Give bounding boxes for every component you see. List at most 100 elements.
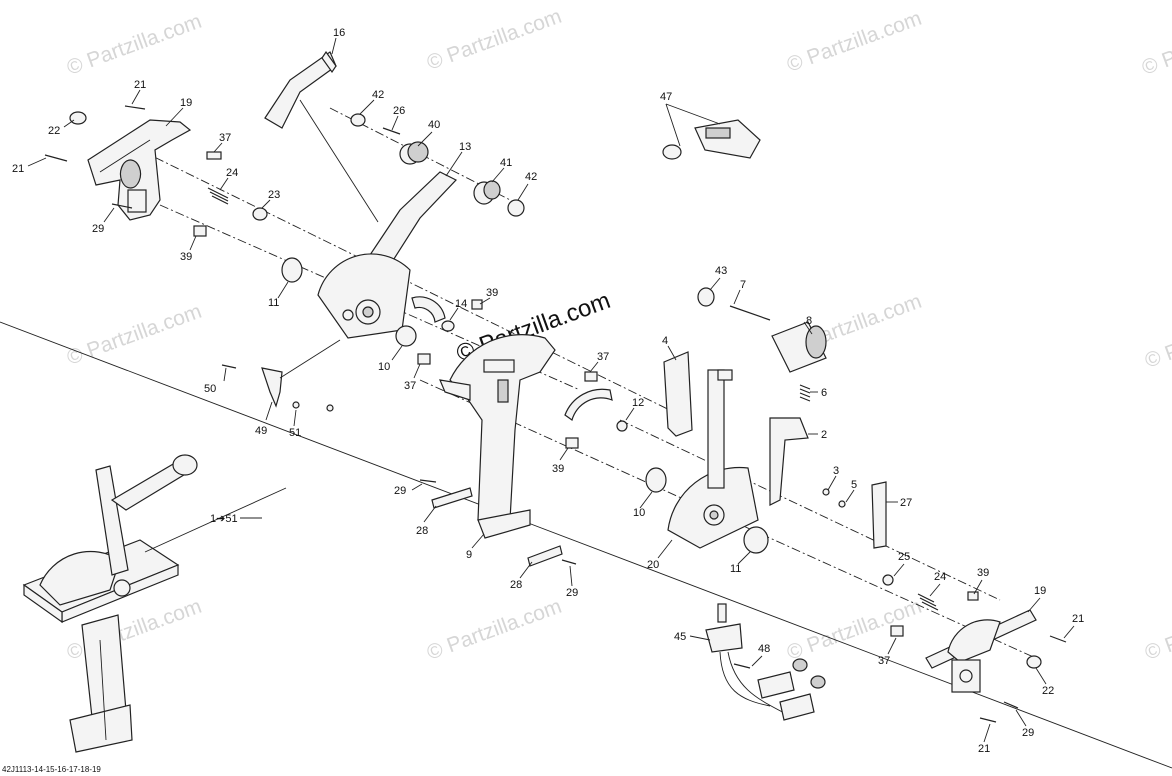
assembly-leader — [144, 487, 287, 553]
screw-29a — [111, 203, 133, 209]
screw-21d — [979, 717, 997, 723]
callout-29b: 29 — [394, 485, 406, 497]
screw-29c — [561, 559, 577, 565]
bushing-11a — [281, 257, 303, 283]
plate-28b — [527, 545, 563, 567]
cap-22-left — [69, 111, 87, 125]
callout-19a: 19 — [180, 97, 192, 109]
screw-21c — [1049, 635, 1067, 643]
callout-48: 48 — [758, 643, 770, 655]
watermark-text: © Partzilla.com — [424, 595, 565, 665]
plate-28a — [431, 487, 473, 509]
nut-small — [326, 404, 334, 412]
screw-50 — [221, 364, 237, 369]
callout-37d: 37 — [878, 655, 890, 667]
callout-39c: 39 — [552, 463, 564, 475]
watermark-text: © Partzilla.com — [64, 10, 205, 80]
ball-25 — [882, 574, 894, 586]
reference-code: 42J1113-14-15-16-17-18-19 — [2, 765, 101, 774]
detent-bracket-49 — [261, 367, 283, 408]
callout-22a: 22 — [48, 125, 60, 137]
callout-39d: 39 — [977, 567, 989, 579]
callout-26: 26 — [393, 105, 405, 117]
callout-24b: 24 — [934, 571, 946, 583]
callout-40: 40 — [428, 119, 440, 131]
callout-11a: 11 — [268, 297, 279, 309]
callout-37a: 37 — [219, 132, 231, 144]
cap-14 — [441, 320, 455, 332]
callout-11b: 11 — [730, 563, 741, 575]
screw-5 — [838, 500, 846, 508]
clip-37a — [206, 151, 222, 160]
washer-43 — [697, 287, 715, 307]
watermark-text: © Partzilla.com — [784, 7, 925, 77]
callout-28b: 28 — [510, 579, 522, 591]
callout-39b: 39 — [486, 287, 498, 299]
guide-4 — [663, 351, 693, 437]
callout-28a: 28 — [416, 525, 428, 537]
callout-9: 9 — [466, 549, 472, 561]
callout-20: 20 — [647, 559, 659, 571]
watermark-layer: © Partzilla.com © Partzilla.com © Partzi… — [64, 5, 1172, 665]
complete-assembly — [22, 454, 198, 753]
callout-labels: 16 13 42 26 40 41 42 21 19 22 21 37 24 2… — [12, 27, 1084, 755]
callout-21a: 21 — [134, 79, 146, 91]
callout-21d: 21 — [978, 743, 990, 755]
pin-7 — [729, 305, 771, 321]
callout-47: 47 — [660, 91, 672, 103]
watermark-text: © Partzilla.com — [1139, 10, 1172, 80]
callout-27: 27 — [900, 497, 912, 509]
callout-6: 6 — [821, 387, 827, 399]
callout-25: 25 — [898, 551, 910, 563]
watermark-text: © Partzilla.com — [1142, 595, 1172, 665]
side-plate-right — [925, 609, 1037, 693]
callout-3: 3 — [833, 465, 839, 477]
screw-48 — [733, 663, 751, 669]
callout-10b: 10 — [633, 507, 645, 519]
switch-47 — [662, 119, 761, 160]
callout-5: 5 — [851, 479, 857, 491]
lever-13 — [317, 171, 457, 339]
callout-41: 41 — [500, 157, 512, 169]
clip-39c — [565, 437, 579, 449]
callout-29d: 29 — [1022, 727, 1034, 739]
arm-2 — [769, 417, 809, 506]
callout-7: 7 — [740, 279, 746, 291]
cap-22-right — [1026, 655, 1042, 669]
callout-13: 13 — [459, 141, 471, 153]
bushing-11b — [743, 526, 769, 554]
nut-51 — [292, 401, 300, 409]
callout-51: 51 — [289, 427, 301, 439]
spring-24b — [917, 593, 939, 611]
callout-29c: 29 — [566, 587, 578, 599]
clip-39a — [193, 225, 207, 237]
screw-21a — [124, 105, 146, 110]
callout-23: 23 — [268, 189, 280, 201]
separator-line — [0, 321, 1172, 769]
watermark-text: © Partzilla.com — [1142, 303, 1172, 373]
housing-9 — [439, 334, 556, 539]
callout-22b: 22 — [1042, 685, 1054, 697]
callout-16: 16 — [333, 27, 345, 39]
clip-39d — [967, 591, 979, 601]
clip-37c — [584, 371, 598, 382]
detent-plate — [564, 388, 613, 421]
spring-6 — [799, 384, 811, 402]
watermark-text: © Partzilla.com — [64, 300, 205, 370]
screw-21b — [44, 154, 68, 162]
callout-assembly: 1➔51 — [210, 513, 238, 525]
bushing-41 — [473, 180, 501, 205]
washer-10b — [645, 467, 667, 493]
callout-19b: 19 — [1034, 585, 1046, 597]
leader-lines — [27, 37, 1075, 743]
callout-50: 50 — [204, 383, 216, 395]
callout-37c: 37 — [597, 351, 609, 363]
screw-29d — [1003, 701, 1019, 709]
screw-29b — [419, 479, 437, 483]
label-27 — [871, 481, 887, 549]
callout-24a: 24 — [226, 167, 238, 179]
callout-37b: 37 — [404, 380, 416, 392]
callout-8: 8 — [806, 315, 812, 327]
